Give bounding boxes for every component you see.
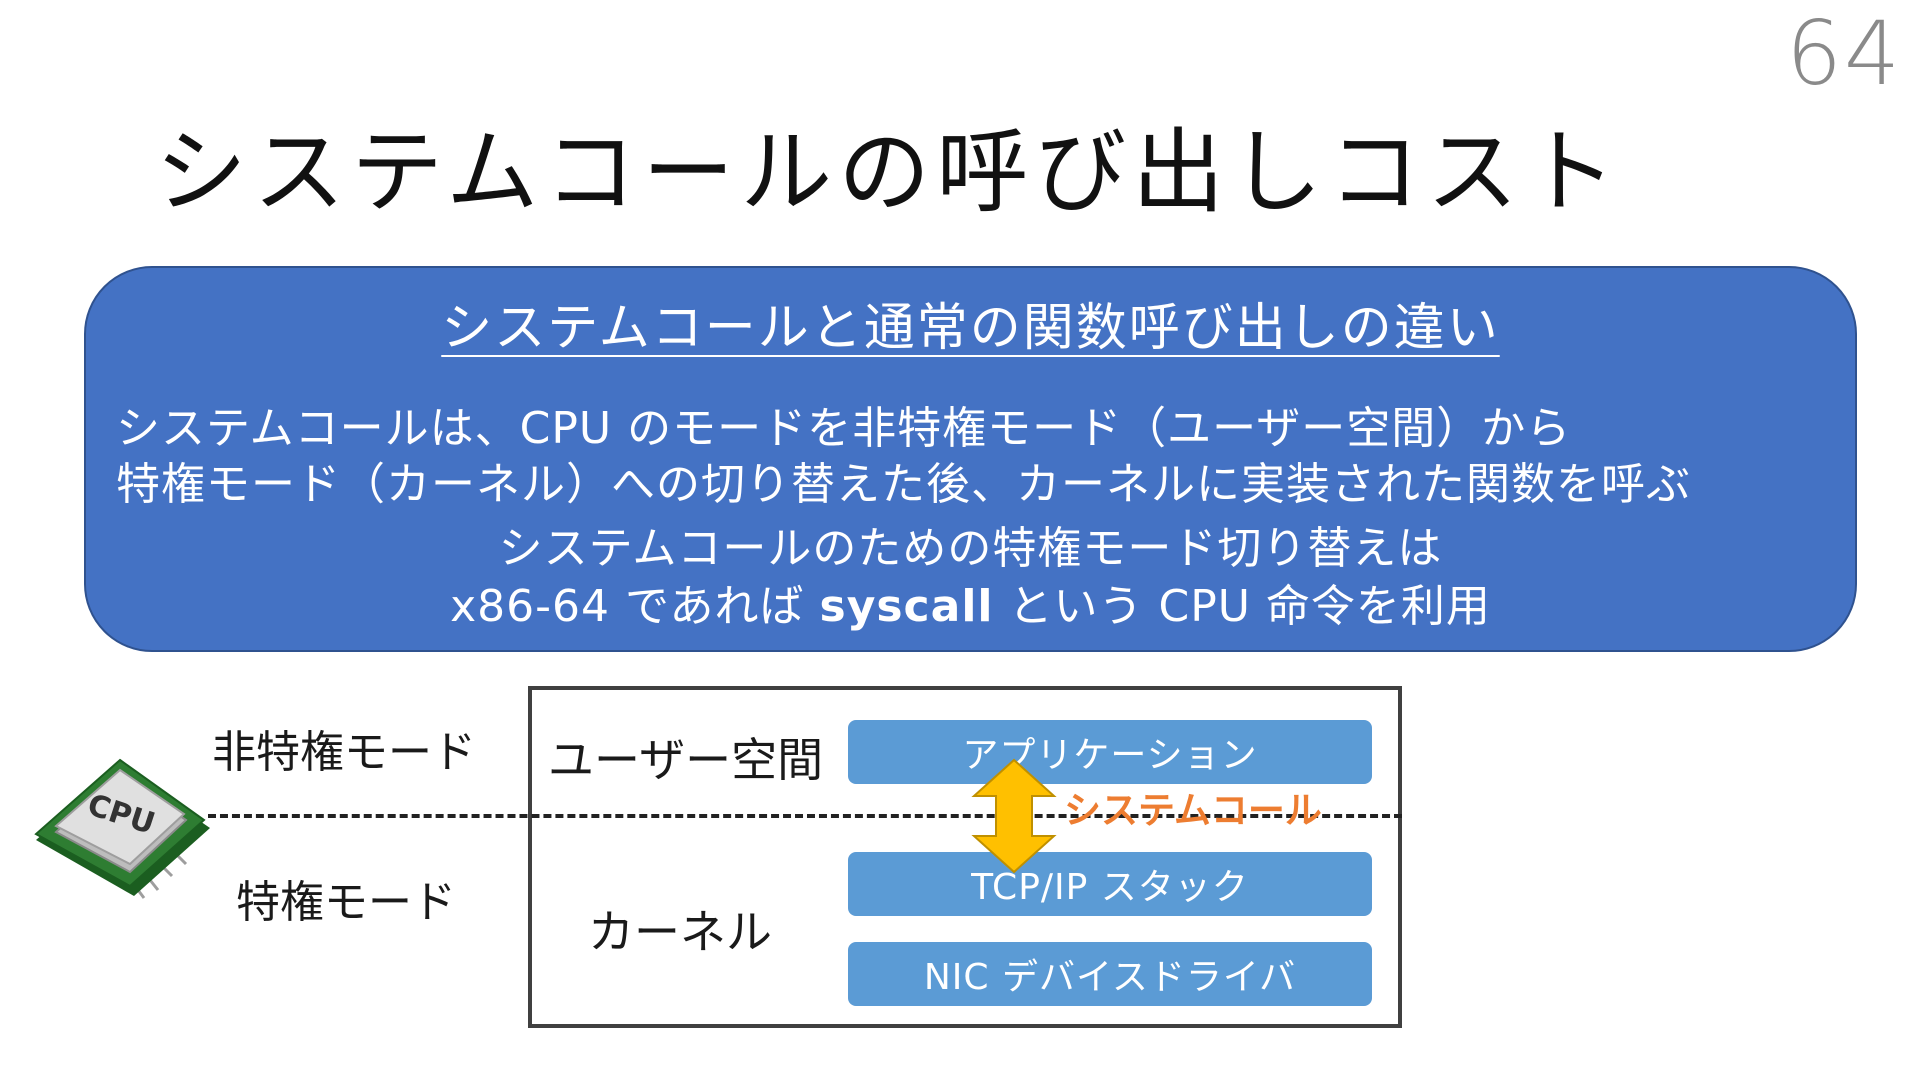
syscall-label: システムコール bbox=[1064, 780, 1322, 834]
user-space-label: ユーザー空間 bbox=[548, 724, 823, 790]
nic-driver-label: NIC デバイスドライバ bbox=[924, 948, 1296, 1000]
summary-box: システムコールと通常の関数呼び出しの違い システムコールは、CPU のモードを非… bbox=[84, 266, 1857, 652]
double-headed-arrow-icon bbox=[966, 756, 1062, 880]
slide-title: システムコールの呼び出しコスト bbox=[155, 98, 1622, 231]
summary-heading-wrapper: システムコールと通常の関数呼び出しの違い bbox=[86, 286, 1855, 360]
cpu-chip-icon: CPU bbox=[30, 756, 220, 910]
summary-line-4-suffix: という CPU 命令を利用 bbox=[994, 581, 1491, 632]
summary-line-4-prefix: x86-64 であれば bbox=[450, 581, 819, 632]
summary-heading: システムコールと通常の関数呼び出しの違い bbox=[441, 299, 1499, 358]
kernel-label: カーネル bbox=[588, 896, 772, 962]
page-number: 64 bbox=[1786, 2, 1902, 105]
nic-driver-layer: NIC デバイスドライバ bbox=[848, 942, 1372, 1006]
summary-line-2: 特権モード（カーネル）への切り替えた後、カーネルに実装された関数を呼ぶ bbox=[116, 448, 1691, 512]
summary-line-4: x86-64 であれば syscall という CPU 命令を利用 bbox=[86, 570, 1855, 634]
application-layer: アプリケーション bbox=[848, 720, 1372, 784]
summary-line-3: システムコールのための特権モード切り替えは bbox=[86, 512, 1855, 576]
syscall-keyword: syscall bbox=[820, 581, 994, 632]
tcp-ip-stack-layer: TCP/IP スタック bbox=[848, 852, 1372, 916]
unprivileged-mode-label: 非特権モード bbox=[212, 716, 476, 780]
summary-line-1: システムコールは、CPU のモードを非特権モード（ユーザー空間）から bbox=[116, 392, 1571, 456]
privileged-mode-label: 特権モード bbox=[236, 866, 456, 930]
